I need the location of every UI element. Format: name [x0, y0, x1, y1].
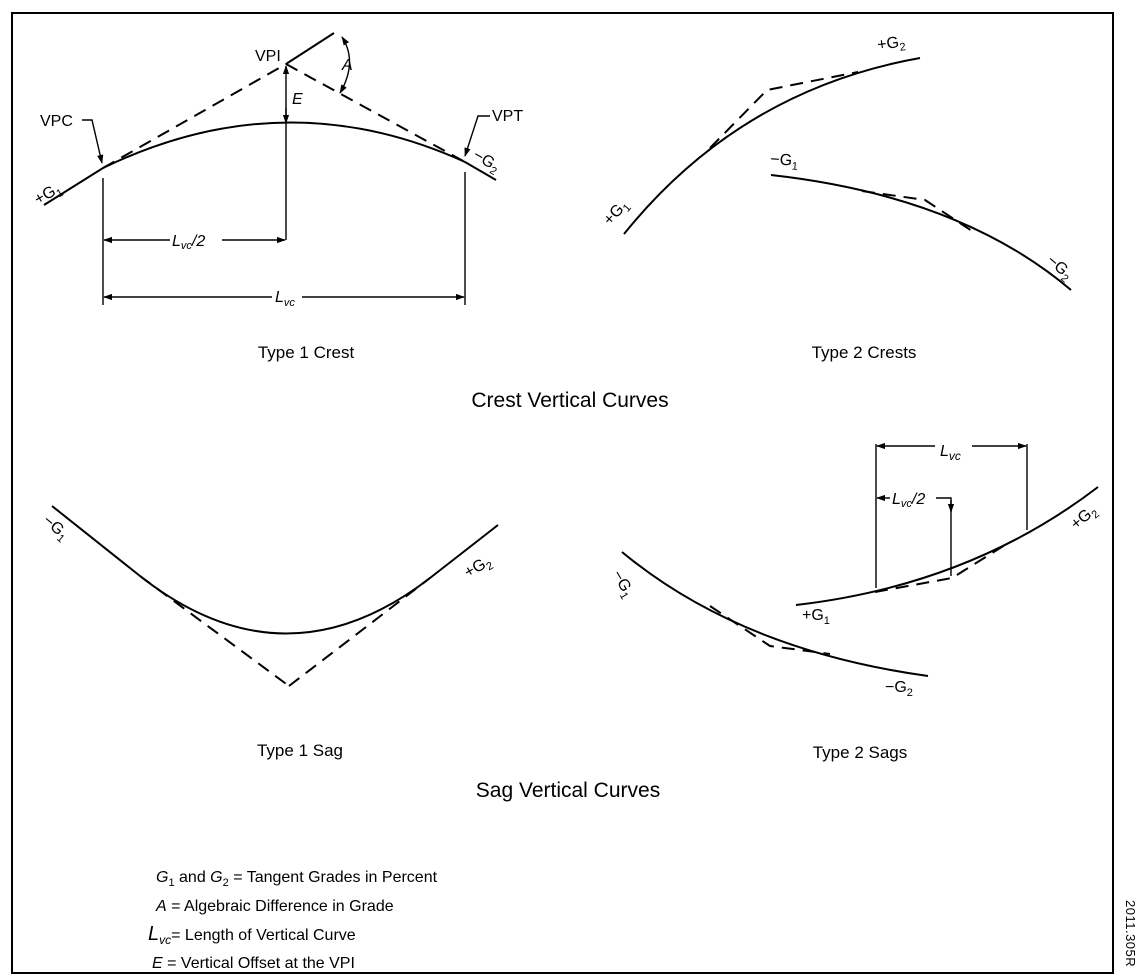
type2-crest-lower-curve — [770, 174, 1072, 291]
svg-text:+G2: +G2 — [1068, 502, 1102, 535]
svg-text:+G1: +G1 — [32, 180, 66, 211]
legend: +G G1 and G2 = Tangent Grades in Percent… — [148, 869, 438, 972]
type1-crest-tangent-left — [102, 63, 287, 169]
minus-g2-label-sag2: −G2 — [885, 679, 913, 699]
sag-section-title: Sag Vertical Curves — [476, 779, 660, 802]
svg-text:−G1: −G1 — [606, 568, 637, 602]
vpt-label: VPT — [492, 108, 523, 125]
a-angle-arc — [339, 36, 351, 94]
legend-length: Lvc= Length of Vertical Curve — [148, 923, 356, 947]
svg-text:+G2: +G2 — [462, 553, 496, 584]
type2-crest-upper-tangent — [709, 71, 859, 149]
legend-vertical-offset: E = Vertical Offset at the VPI — [152, 955, 355, 972]
vpt-leader — [464, 115, 490, 157]
type2-crest-upper-curve — [623, 57, 921, 235]
plus-g2-label-sag1: +G2 — [462, 553, 496, 584]
type2-sag-lower-curve — [621, 551, 929, 677]
legend-algebraic-difference: A = Algebraic Difference in Grade — [155, 898, 394, 915]
diagram-frame — [11, 12, 1114, 974]
legend-grades: +G G1 and G2 = Tangent Grades in Percent — [156, 869, 438, 889]
type2-sags-figure: Lvc Lvc/2 −G1 +G1 +G2 −G2 Type 2 Sags — [606, 442, 1102, 762]
type2-sags-caption: Type 2 Sags — [813, 743, 908, 762]
plus-g1-label-crest1: +G1 — [32, 180, 66, 211]
type2-crests-caption: Type 2 Crests — [812, 343, 917, 362]
plus-g1-label-crest2: +G1 — [600, 197, 634, 231]
svg-text:−G1: −G1 — [770, 151, 799, 173]
svg-text:+G1: +G1 — [600, 197, 634, 231]
svg-text:+G2: +G2 — [876, 33, 906, 57]
crest-section-title: Crest Vertical Curves — [471, 389, 668, 412]
e-label: E — [292, 91, 303, 108]
half-length-label: Lvc/2 — [172, 233, 205, 252]
type1-sag-curve — [51, 505, 499, 635]
a-label: A — [341, 57, 353, 74]
type1-crest-figure: VPI VPC VPT A E +G1 −G2 Lvc/2 Lvc Type 1… — [32, 32, 523, 362]
type1-sag-caption: Type 1 Sag — [257, 741, 343, 760]
type1-sag-tangent-left — [139, 575, 290, 687]
type2-crests-figure: +G2 +G1 −G1 −G2 Type 2 Crests — [600, 33, 1076, 362]
type1-crest-tangent-right — [285, 63, 466, 163]
minus-g2-label-crest2: −G2 — [1042, 252, 1076, 285]
vpc-leader — [82, 119, 104, 164]
vpc-label: VPC — [40, 113, 73, 130]
type1-sag-tangent-right — [288, 577, 431, 687]
type1-crest-caption: Type 1 Crest — [258, 343, 355, 362]
type2-sag-lower-tangent — [709, 605, 831, 655]
sag-length-label: Lvc — [940, 443, 961, 463]
minus-g1-label-sag2: −G1 — [606, 568, 637, 602]
vpi-label: VPI — [255, 48, 281, 65]
plus-g2-label-sag2: +G2 — [1068, 502, 1102, 535]
type2-sag-upper-curve — [795, 486, 1099, 606]
figure-id: 2011.305R — [1123, 900, 1138, 968]
minus-g1-label-crest2: −G1 — [770, 151, 799, 173]
svg-text:−G2: −G2 — [1042, 252, 1076, 285]
sag-half-length-dimension-right — [936, 497, 955, 513]
length-label: Lvc — [275, 289, 295, 309]
type1-sag-figure: −G1 +G2 Type 1 Sag — [39, 505, 499, 760]
plus-g1-label-sag2: +G1 — [802, 607, 830, 627]
type2-crest-lower-tangent — [861, 190, 976, 234]
type1-crest-tangent-ext — [285, 32, 335, 65]
type2-sag-upper-tangent — [874, 544, 1006, 593]
plus-g2-label-crest2: +G2 — [876, 33, 906, 57]
sag-half-length-label: Lvc/2 — [892, 491, 925, 510]
